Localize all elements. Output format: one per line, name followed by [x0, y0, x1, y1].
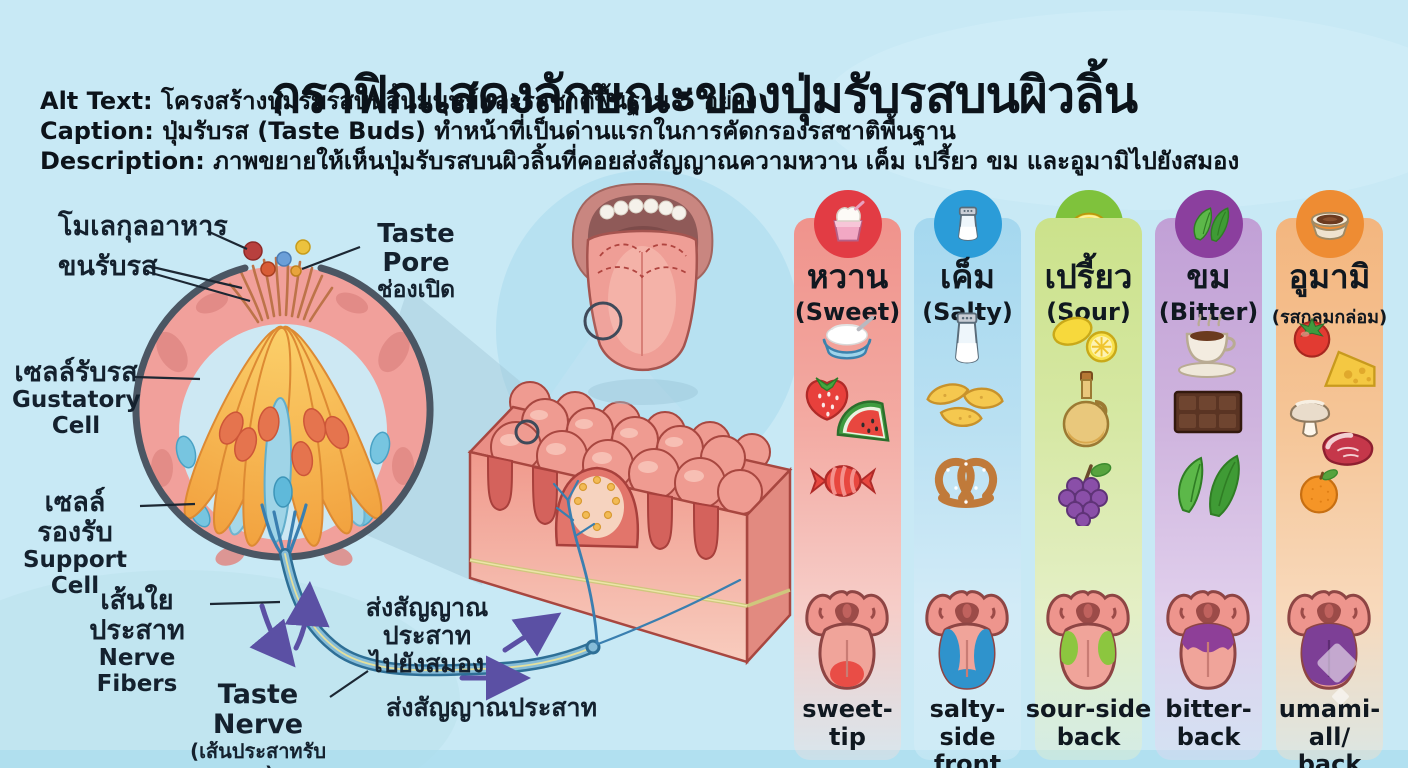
taste-name: เปรี้ยว [1044, 257, 1133, 296]
caption-value: ปุ่มรับรส (Taste Buds) ทำหน้าที่เป็นด่าน… [153, 117, 956, 145]
description-value: ภาพขยายให้เห็นปุ่มรับรสบนผิวลิ้นที่คอยส่… [204, 147, 1240, 175]
gustatory-cells [183, 325, 383, 547]
tongue-map-salty [925, 590, 1009, 690]
watermelon-icon [836, 400, 890, 442]
alt-text-value: โครงสร้างปุ่มรับรสบนลิ้นมนุษย์และรสชาติพ… [152, 87, 758, 115]
food-examples [914, 310, 1021, 570]
signal-arrows [249, 581, 562, 701]
umami-accent-circle [1295, 190, 1364, 258]
taste-name-en: (รสกลมกล่อม) [1271, 307, 1388, 328]
zone-label: umami-all/ back [1278, 695, 1381, 768]
caption-line: Caption: ปุ่มรับรส (Taste Buds) ทำหน้าที… [40, 116, 1380, 146]
lemon-slice-icon [1052, 316, 1118, 363]
oil-bottle-icon [1062, 371, 1110, 448]
salt-shaker-icon [957, 206, 978, 241]
food-molecules-dots [243, 239, 311, 277]
label-taste-hairs: ขนรับรส [58, 251, 158, 282]
food-examples [794, 310, 901, 570]
leaves-icon [1193, 207, 1229, 243]
candy-icon [809, 465, 877, 497]
soup-bowl-icon [1310, 211, 1349, 240]
salty-accent-circle [933, 190, 1002, 258]
taste-column-salty: เค็ม (Salty) [914, 190, 1021, 768]
caption-label: Caption: [40, 117, 154, 145]
taste-column-bitter: ขม (Bitter) [1155, 190, 1262, 760]
tomato-icon [1293, 317, 1331, 358]
food-examples [1035, 310, 1142, 570]
pretzel-icon [934, 457, 998, 508]
zone-label: sour-side back [1025, 695, 1152, 751]
label-taste-pore: Taste Pore ช่องเปิด [376, 219, 456, 304]
mushroom-icon [1289, 399, 1331, 438]
food-examples [1276, 310, 1383, 570]
description-line: Description: ภาพขยายให้เห็นปุ่มรับรสบนผิ… [40, 146, 1380, 176]
taste-hairs-strokes [228, 254, 334, 324]
tongue-map-bitter [1166, 590, 1250, 690]
papillae-block [467, 381, 793, 666]
sweet-accent-circle [813, 190, 882, 258]
cheese-icon [1323, 350, 1376, 387]
label-support-cell: เซลล์รองรับ Support Cell [22, 487, 127, 600]
tongue-map-sweet [805, 590, 889, 690]
taste-name: หวาน [806, 257, 889, 296]
taste-column-sweet: หวาน (Sweet) [794, 190, 901, 760]
label-signal-to-brain: ส่งสัญญาณประสาท ไปยังสมอง [365, 593, 489, 678]
bitter-accent-circle [1174, 190, 1243, 258]
page-title: กราฟิกแสดงลักษณะของปุ่มรับรสบนผิวลิ้น [270, 65, 1138, 124]
alt-text-label: Alt Text: [40, 87, 153, 115]
orange-icon [1299, 469, 1339, 514]
frozen-yogurt-icon [832, 200, 864, 242]
strawberry-icon [805, 377, 849, 421]
meta-block: Alt Text: โครงสร้างปุ่มรับรสบนลิ้นมนุษย์… [40, 86, 1380, 176]
block-zoom-circle [514, 419, 540, 445]
meat-icon [1322, 432, 1374, 466]
label-connectors [134, 229, 369, 698]
label-nerve-fibers: เส้นใยประสาท Nerve Fibers [89, 585, 185, 698]
taste-column-sour: เปรี้ยว (Sour) [1026, 190, 1151, 760]
food-examples [1155, 310, 1262, 570]
zone-label: salty-side front [929, 695, 1006, 768]
tongue-map-sour [1046, 590, 1130, 690]
leafy-greens-icon [1178, 454, 1240, 518]
taste-name: ขม [1186, 257, 1231, 296]
label-taste-nerve: Taste Nerve (เส้นประสาทรับรส) [189, 679, 327, 768]
label-signal: ส่งสัญญาณประสาท [386, 693, 598, 722]
label-gustatory-cell: เซลล์รับรส Gustatory Cell [12, 357, 141, 439]
dark-chocolate-icon [1173, 390, 1243, 434]
taste-name-en: (Sweet) [794, 298, 901, 326]
alt-text-line: Alt Text: โครงสร้างปุ่มรับรสบนลิ้นมนุษย์… [40, 86, 1380, 116]
mouth-illustration [571, 182, 714, 405]
taste-bud-cross-section [132, 239, 434, 566]
sugar-bowl-icon [822, 315, 874, 360]
potato-chips-icon [926, 383, 1004, 427]
zone-label: sweet-tip [802, 695, 893, 751]
salt-shaker-food-icon [955, 312, 979, 364]
grapes-icon [1058, 463, 1112, 526]
description-label: Description: [40, 147, 205, 175]
taste-name: อูมามิ [1288, 257, 1371, 296]
zone-label: bitter-back [1165, 695, 1252, 751]
taste-name: เค็ม [939, 257, 996, 296]
coffee-icon [1178, 313, 1236, 378]
label-food-molecules: โมเลกุลอาหาร [58, 211, 228, 242]
tongue-zoom-circle [583, 301, 623, 341]
